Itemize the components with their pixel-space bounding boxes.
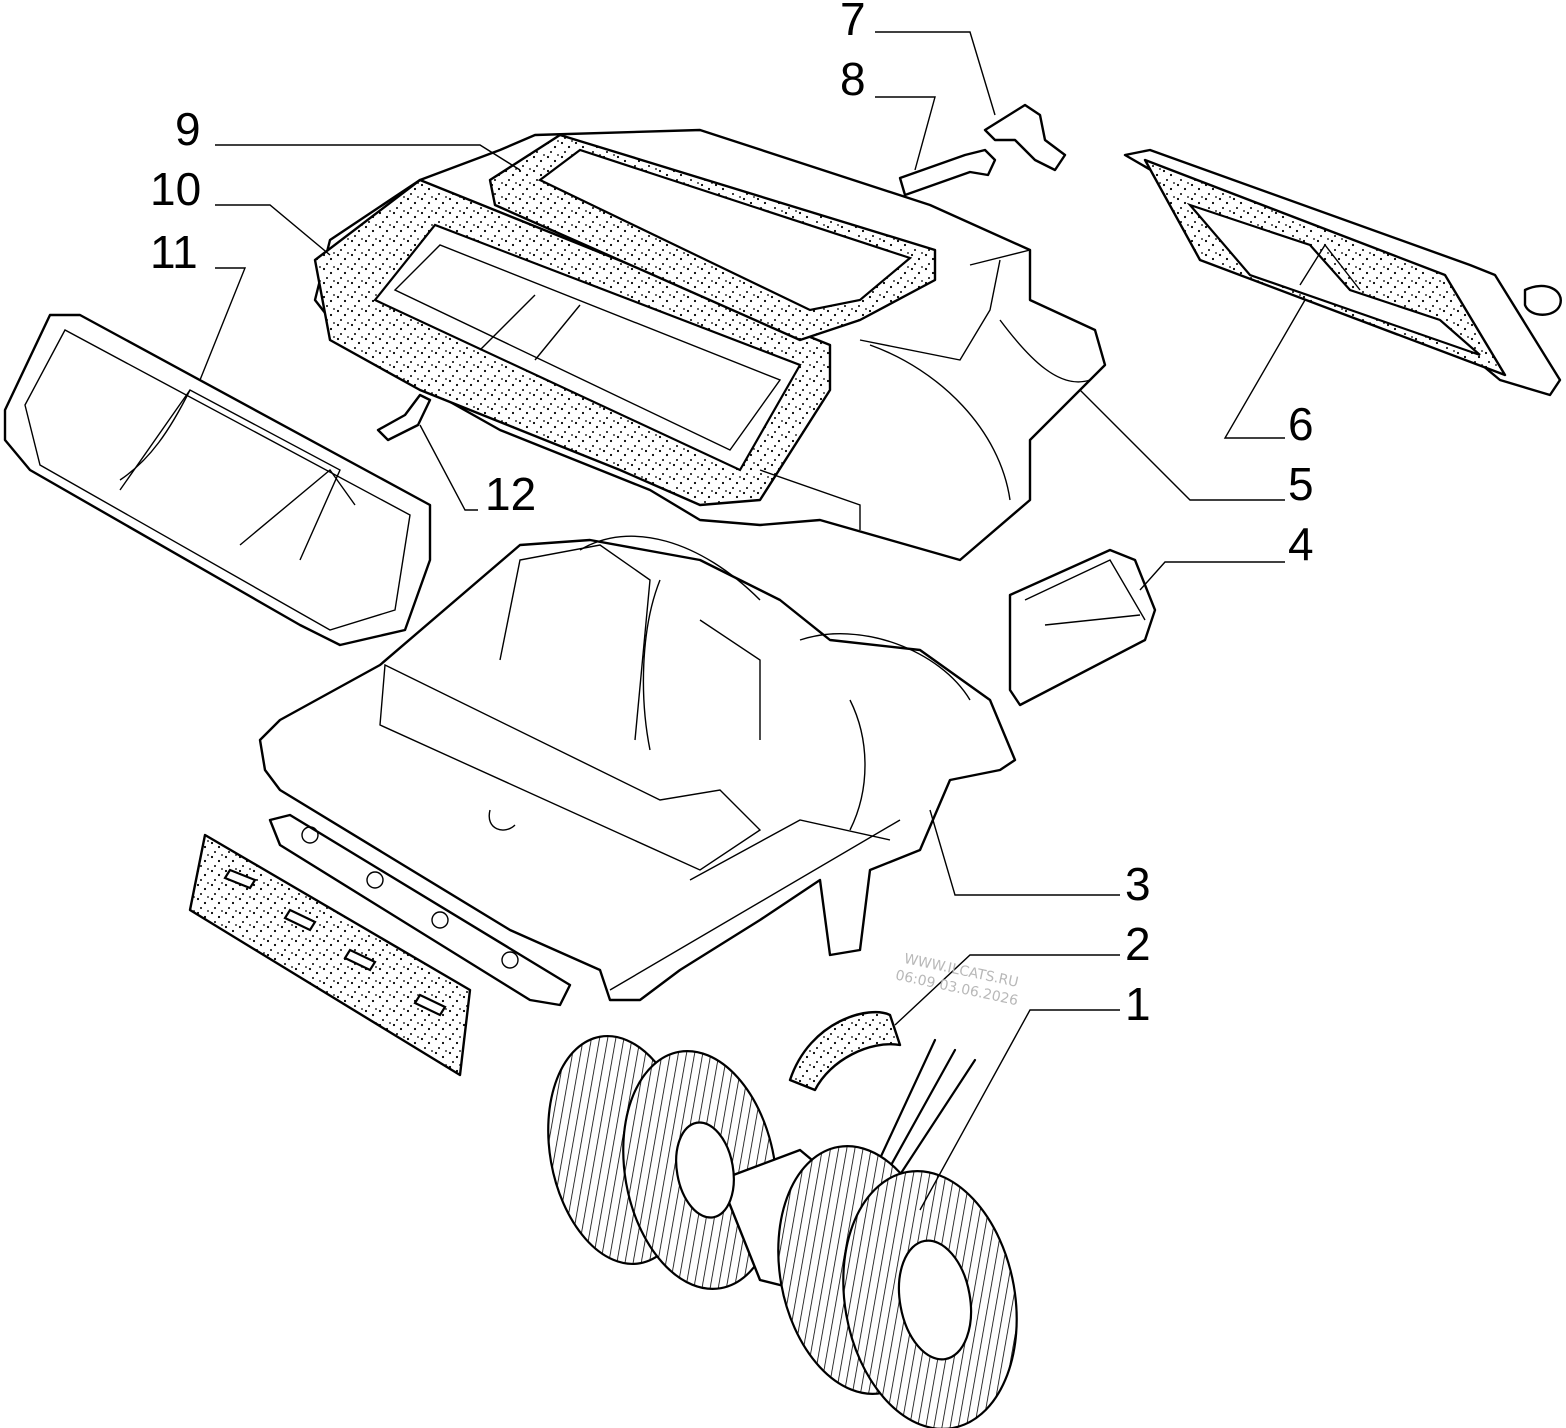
callout-7: 7 (840, 0, 866, 45)
leader-line-11 (199, 267, 247, 381)
callout-numbers: 1 2 3 4 5 6 7 8 9 10 11 12 (150, 0, 1314, 1030)
small-duct (1008, 548, 1157, 707)
leader-line-5 (1079, 389, 1285, 501)
side-duct (3, 313, 432, 647)
callout-6: 6 (1288, 398, 1314, 450)
upper-housing (313, 128, 1107, 562)
leader-line-12 (419, 424, 478, 511)
pipe-8 (898, 148, 997, 197)
pipe-12 (376, 393, 432, 442)
callout-10: 10 (150, 163, 201, 215)
foam-seal (788, 1011, 902, 1092)
blower-housing (258, 535, 1017, 1002)
leader-line-8 (875, 96, 936, 171)
callout-9: 9 (175, 103, 201, 155)
callout-8: 8 (840, 53, 866, 105)
leader-line-10 (215, 204, 331, 256)
callout-11: 11 (150, 226, 198, 278)
leader-line-4 (1139, 561, 1285, 591)
callout-4: 4 (1288, 518, 1314, 570)
clip-7 (983, 103, 1067, 172)
callout-12: 12 (485, 468, 536, 520)
watermark: WWW.ILCATS.RU 06:09 03.06.2026 (894, 951, 1020, 1009)
leader-lines (199, 31, 1306, 1211)
flap-door (1123, 148, 1562, 397)
callout-1: 1 (1125, 978, 1151, 1030)
callout-3: 3 (1125, 858, 1151, 910)
callout-2: 2 (1125, 918, 1151, 970)
leader-line-2 (894, 954, 1120, 1026)
foam-strip (188, 833, 472, 1077)
leader-line-9 (215, 144, 521, 171)
blower-motor (547, 1034, 1018, 1428)
leader-line-3 (929, 809, 1120, 896)
leader-line-7 (875, 31, 996, 116)
callout-5: 5 (1288, 458, 1314, 510)
leader-line-1 (919, 1009, 1120, 1211)
leader-line-6 (1223, 299, 1306, 439)
mounting-rail (268, 813, 572, 1007)
